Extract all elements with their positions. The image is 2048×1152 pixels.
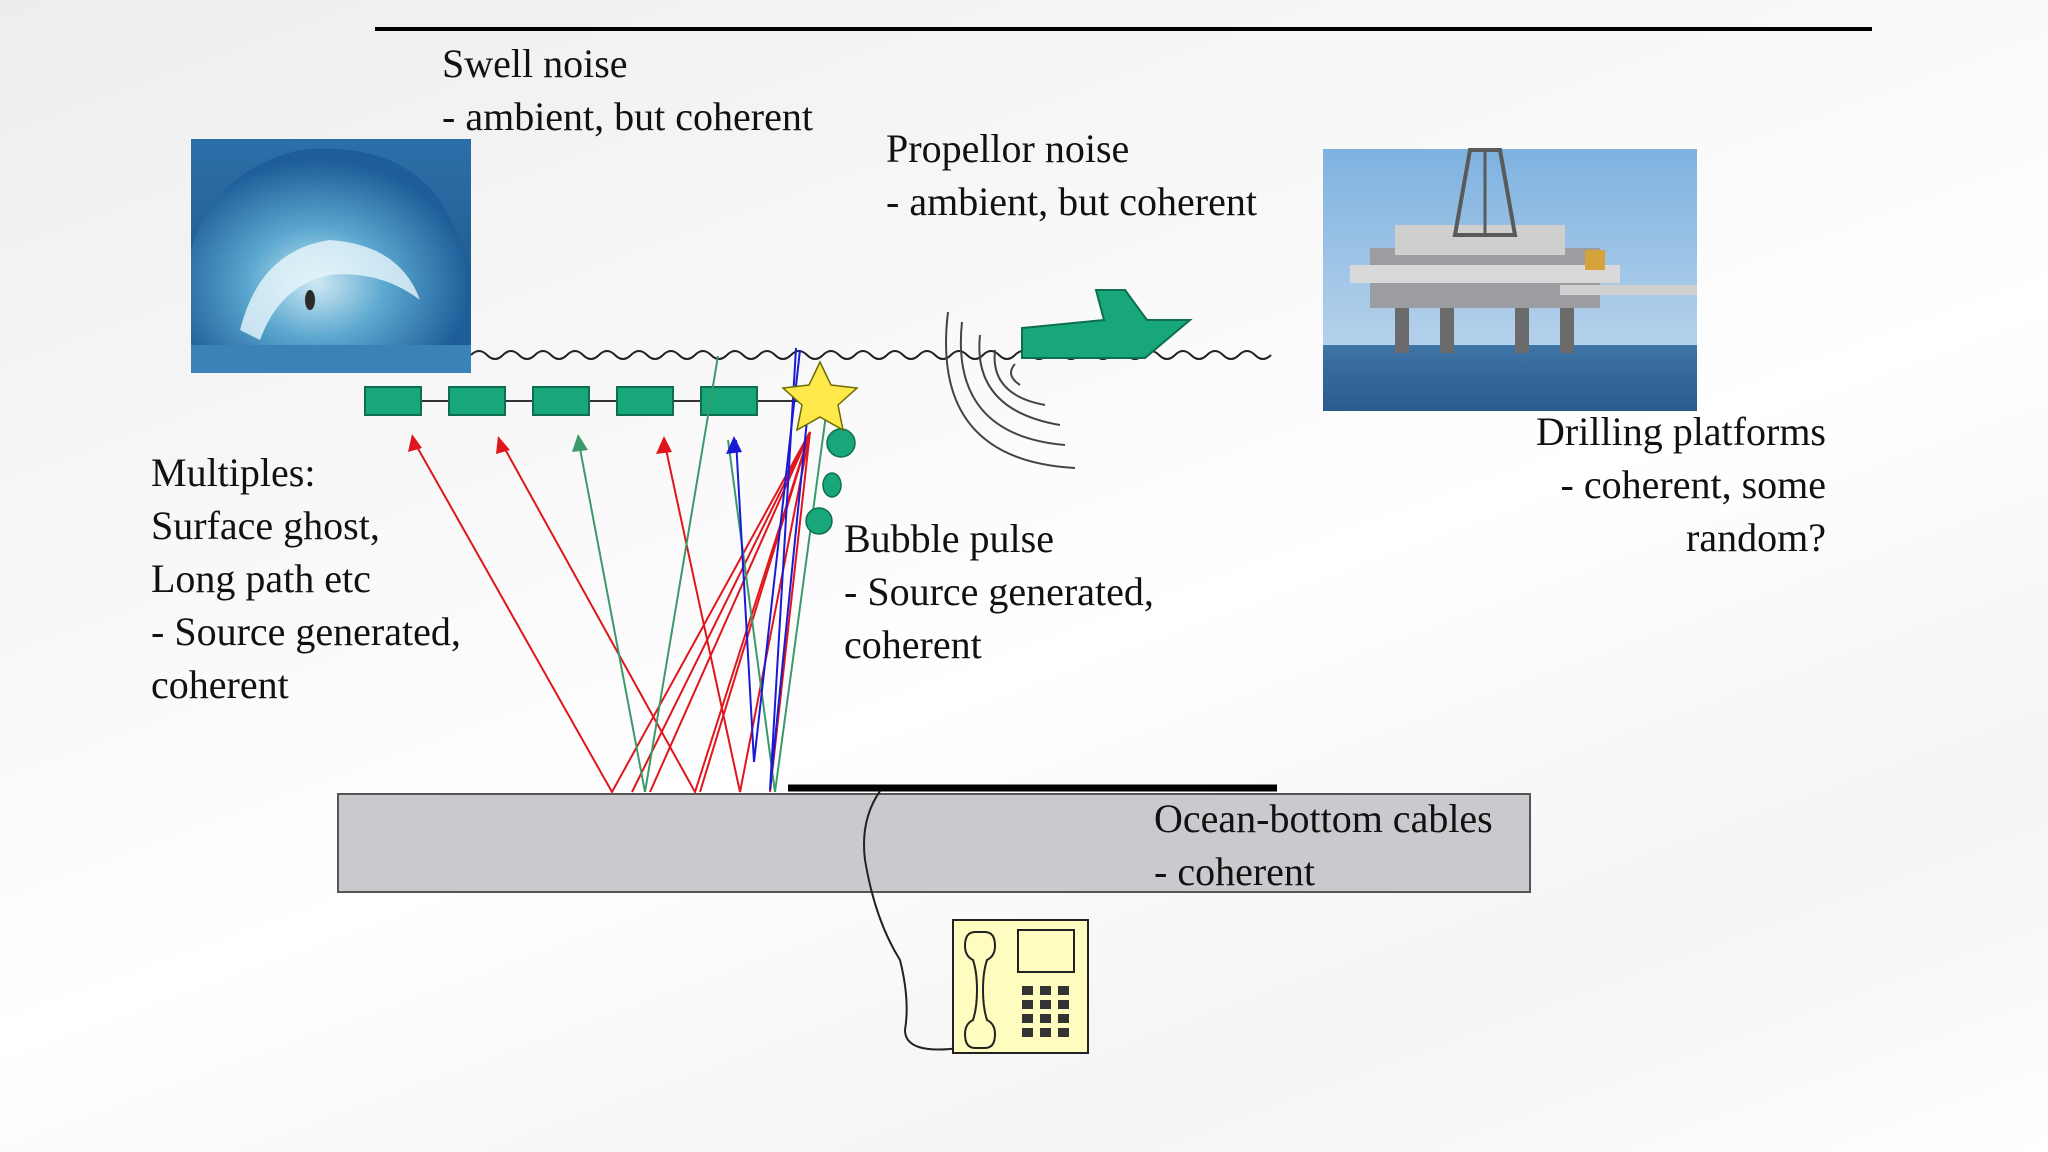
seabed: [337, 793, 1531, 893]
swell-noise-desc: - ambient, but coherent: [442, 94, 813, 139]
receiver: [700, 386, 758, 416]
drilling-platforms-desc2: random?: [1686, 515, 1826, 560]
receiver: [448, 386, 506, 416]
multiples-line-surface-ghost: Surface ghost,: [151, 503, 380, 548]
multiples-label: Multiples: Surface ghost, Long path etc …: [151, 446, 461, 711]
ray-blue: [769, 347, 811, 791]
swell-noise-title: Swell noise: [442, 41, 628, 86]
ray-blue: [735, 349, 801, 763]
bubble: [826, 428, 856, 458]
receiver: [616, 386, 674, 416]
arrowhead-blue: [726, 436, 742, 454]
star-source-icon: [781, 360, 859, 432]
drilling-platforms-desc: - coherent, some: [1560, 462, 1826, 507]
ray-red: [663, 431, 811, 793]
propellor-noise-waves: [945, 311, 1076, 469]
arrowhead-red: [408, 434, 422, 452]
multiples-line-long-path: Long path etc: [151, 556, 371, 601]
propellor-noise-title: Propellor noise: [886, 126, 1130, 171]
propellor-noise-label: Propellor noise - ambient, but coherent: [886, 122, 1257, 228]
bubble-pulse-desc: - Source generated,: [844, 569, 1154, 614]
ocean-bottom-cables-desc: - coherent: [1154, 849, 1316, 894]
ray-green: [577, 355, 719, 793]
drilling-platforms-label: Drilling platforms - coherent, some rand…: [1490, 405, 1826, 564]
multiples-title: Multiples:: [151, 450, 316, 495]
propellor-noise-desc: - ambient, but coherent: [886, 179, 1257, 224]
ray-red: [411, 431, 811, 795]
bubble: [805, 507, 833, 535]
ray-arrowheads: [408, 434, 742, 454]
wave-photo-icon: [191, 139, 471, 373]
bubble-pulse-bubbles: [805, 428, 856, 535]
bubble-pulse-title: Bubble pulse: [844, 516, 1054, 561]
arrowhead-green: [572, 434, 588, 452]
ocean-bottom-cables-label: Ocean-bottom cables - coherent: [1154, 792, 1493, 898]
multiples-line-coherent: coherent: [151, 662, 289, 707]
bubble-pulse-desc2: coherent: [844, 622, 982, 667]
receiver: [532, 386, 590, 416]
telephone-recorder-icon[interactable]: [952, 919, 1089, 1054]
swell-noise-label: Swell noise - ambient, but coherent: [442, 37, 813, 143]
ray-red: [631, 431, 811, 793]
ray-red: [499, 431, 811, 795]
receiver: [364, 386, 422, 416]
drilling-platforms-title: Drilling platforms: [1536, 409, 1826, 454]
drilling-platform-photo-icon: [1323, 148, 1697, 411]
ocean-bottom-cables-title: Ocean-bottom cables: [1154, 796, 1493, 841]
multiples-line-source: - Source generated,: [151, 609, 461, 654]
obc-lead-wire: [863, 790, 961, 1051]
bubble: [822, 472, 842, 498]
arrowhead-red: [656, 436, 672, 454]
streamer-receivers: [364, 386, 758, 416]
ray-paths: [411, 347, 829, 795]
boat-icon: [1021, 289, 1193, 359]
bubble-pulse-label: Bubble pulse - Source generated, coheren…: [844, 512, 1154, 671]
arrowhead-red: [496, 436, 510, 454]
ray-red: [699, 431, 811, 793]
